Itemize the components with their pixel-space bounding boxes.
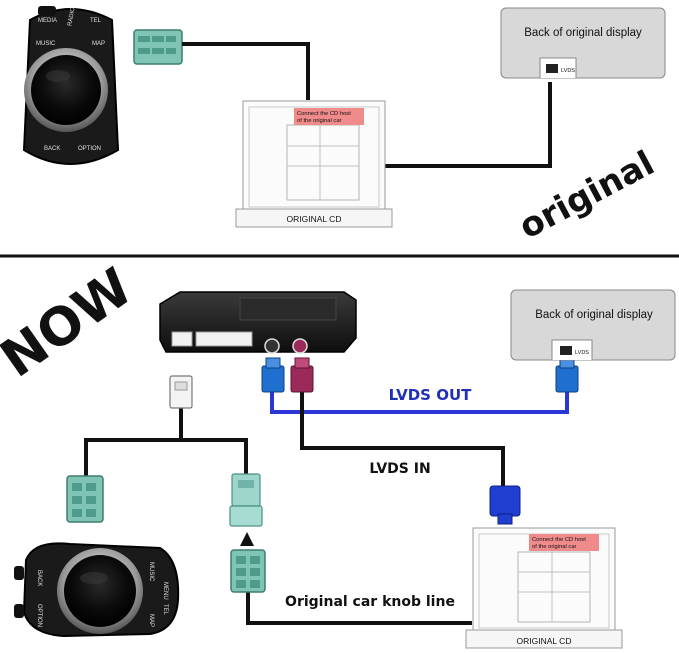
- cable-knob-line: [246, 590, 472, 625]
- display-back-top: Back of original display LVDS: [500, 7, 666, 79]
- cable-lvds-out: [270, 392, 569, 414]
- top-section: MEDIA RADIO TEL MUSIC MAP BACK OPTION: [22, 6, 666, 247]
- display-label-top: Back of original display: [524, 27, 642, 39]
- idrive-controller-top: MEDIA RADIO TEL MUSIC MAP BACK OPTION: [22, 6, 120, 165]
- interface-module-box: [159, 291, 357, 354]
- green-connector-top: [133, 29, 183, 65]
- cd-note-line2-top: of the original car: [297, 118, 342, 124]
- up-arrow-icon: [240, 532, 254, 546]
- lvds-port-top: [546, 64, 558, 73]
- cd-label-bottom: ORIGINAL CD: [517, 636, 572, 646]
- cable-module-to-harness: [84, 406, 183, 478]
- knob-bottom-tel: TEL: [162, 604, 168, 616]
- display-label-bottom: Back of original display: [535, 309, 653, 321]
- lvds-port-bottom: [560, 346, 572, 355]
- knob-btn-option: OPTION: [78, 146, 101, 152]
- display-back-bottom: Back of original display LVDS: [510, 289, 676, 361]
- knob-btn-media: MEDIA: [38, 18, 57, 24]
- knob-bottom-music: MUSIC: [148, 562, 154, 582]
- knob-bottom-menu: MENU: [162, 582, 168, 600]
- cd-unit-bottom: Connect the CD host of the original car …: [465, 527, 623, 649]
- bottom-section: NOW: [0, 257, 676, 649]
- lvds-port-label-bottom: LVDS: [575, 350, 589, 356]
- white-harness-connector: [169, 375, 193, 409]
- lvds-port-label-top: LVDS: [561, 68, 575, 74]
- cd-note-line2-bottom: of the original car: [532, 544, 577, 550]
- module-fakra-blue: [264, 338, 280, 354]
- knob-btn-music: MUSIC: [36, 41, 56, 47]
- mint-plug: [229, 473, 263, 527]
- cd-unit-top: Connect the CD host of the original car …: [235, 100, 393, 228]
- cable-knob-to-cd-top: [182, 42, 310, 100]
- cd-note-line1-bottom: Connect the CD host: [532, 537, 586, 543]
- cable-harness-to-plug: [181, 438, 248, 476]
- knob-line-label: Original car knob line: [285, 594, 455, 610]
- module-port-large: [195, 331, 253, 347]
- module-fakra-magenta: [292, 338, 308, 354]
- cable-cd-to-display-top: [384, 82, 552, 168]
- cd-note-line1-top: Connect the CD host: [297, 111, 351, 117]
- now-banner: NOW: [0, 257, 143, 389]
- lvds-in-label: LVDS IN: [369, 461, 430, 477]
- knob-btn-map: MAP: [92, 41, 105, 47]
- fakra-magenta-module: [290, 357, 314, 393]
- cd-note-box-top: [294, 108, 364, 125]
- cd-note-box-bottom: [529, 534, 599, 551]
- fakra-blue-cd: [489, 485, 521, 525]
- original-corner-label: original: [513, 143, 661, 247]
- knob-bottom-map: MAP: [148, 614, 154, 627]
- knob-btn-radio: RADIO: [67, 7, 76, 27]
- fakra-blue-module: [261, 357, 285, 393]
- module-port-small: [171, 331, 193, 347]
- green-connector-bottom-mid: [230, 549, 266, 593]
- knob-bottom-option: OPTION: [36, 604, 42, 627]
- green-connector-bottom-left: [66, 475, 104, 523]
- cable-lvds-in: [300, 392, 505, 486]
- cd-label-top: ORIGINAL CD: [287, 214, 342, 224]
- fakra-blue-display: [555, 357, 579, 393]
- knob-bottom-back: BACK: [36, 570, 42, 586]
- knob-btn-tel: TEL: [90, 18, 102, 24]
- idrive-controller-bottom: BACK OPTION MUSIC MENU TEL MAP: [14, 542, 180, 638]
- lvds-out-label: LVDS OUT: [389, 386, 473, 404]
- knob-btn-back: BACK: [44, 146, 60, 152]
